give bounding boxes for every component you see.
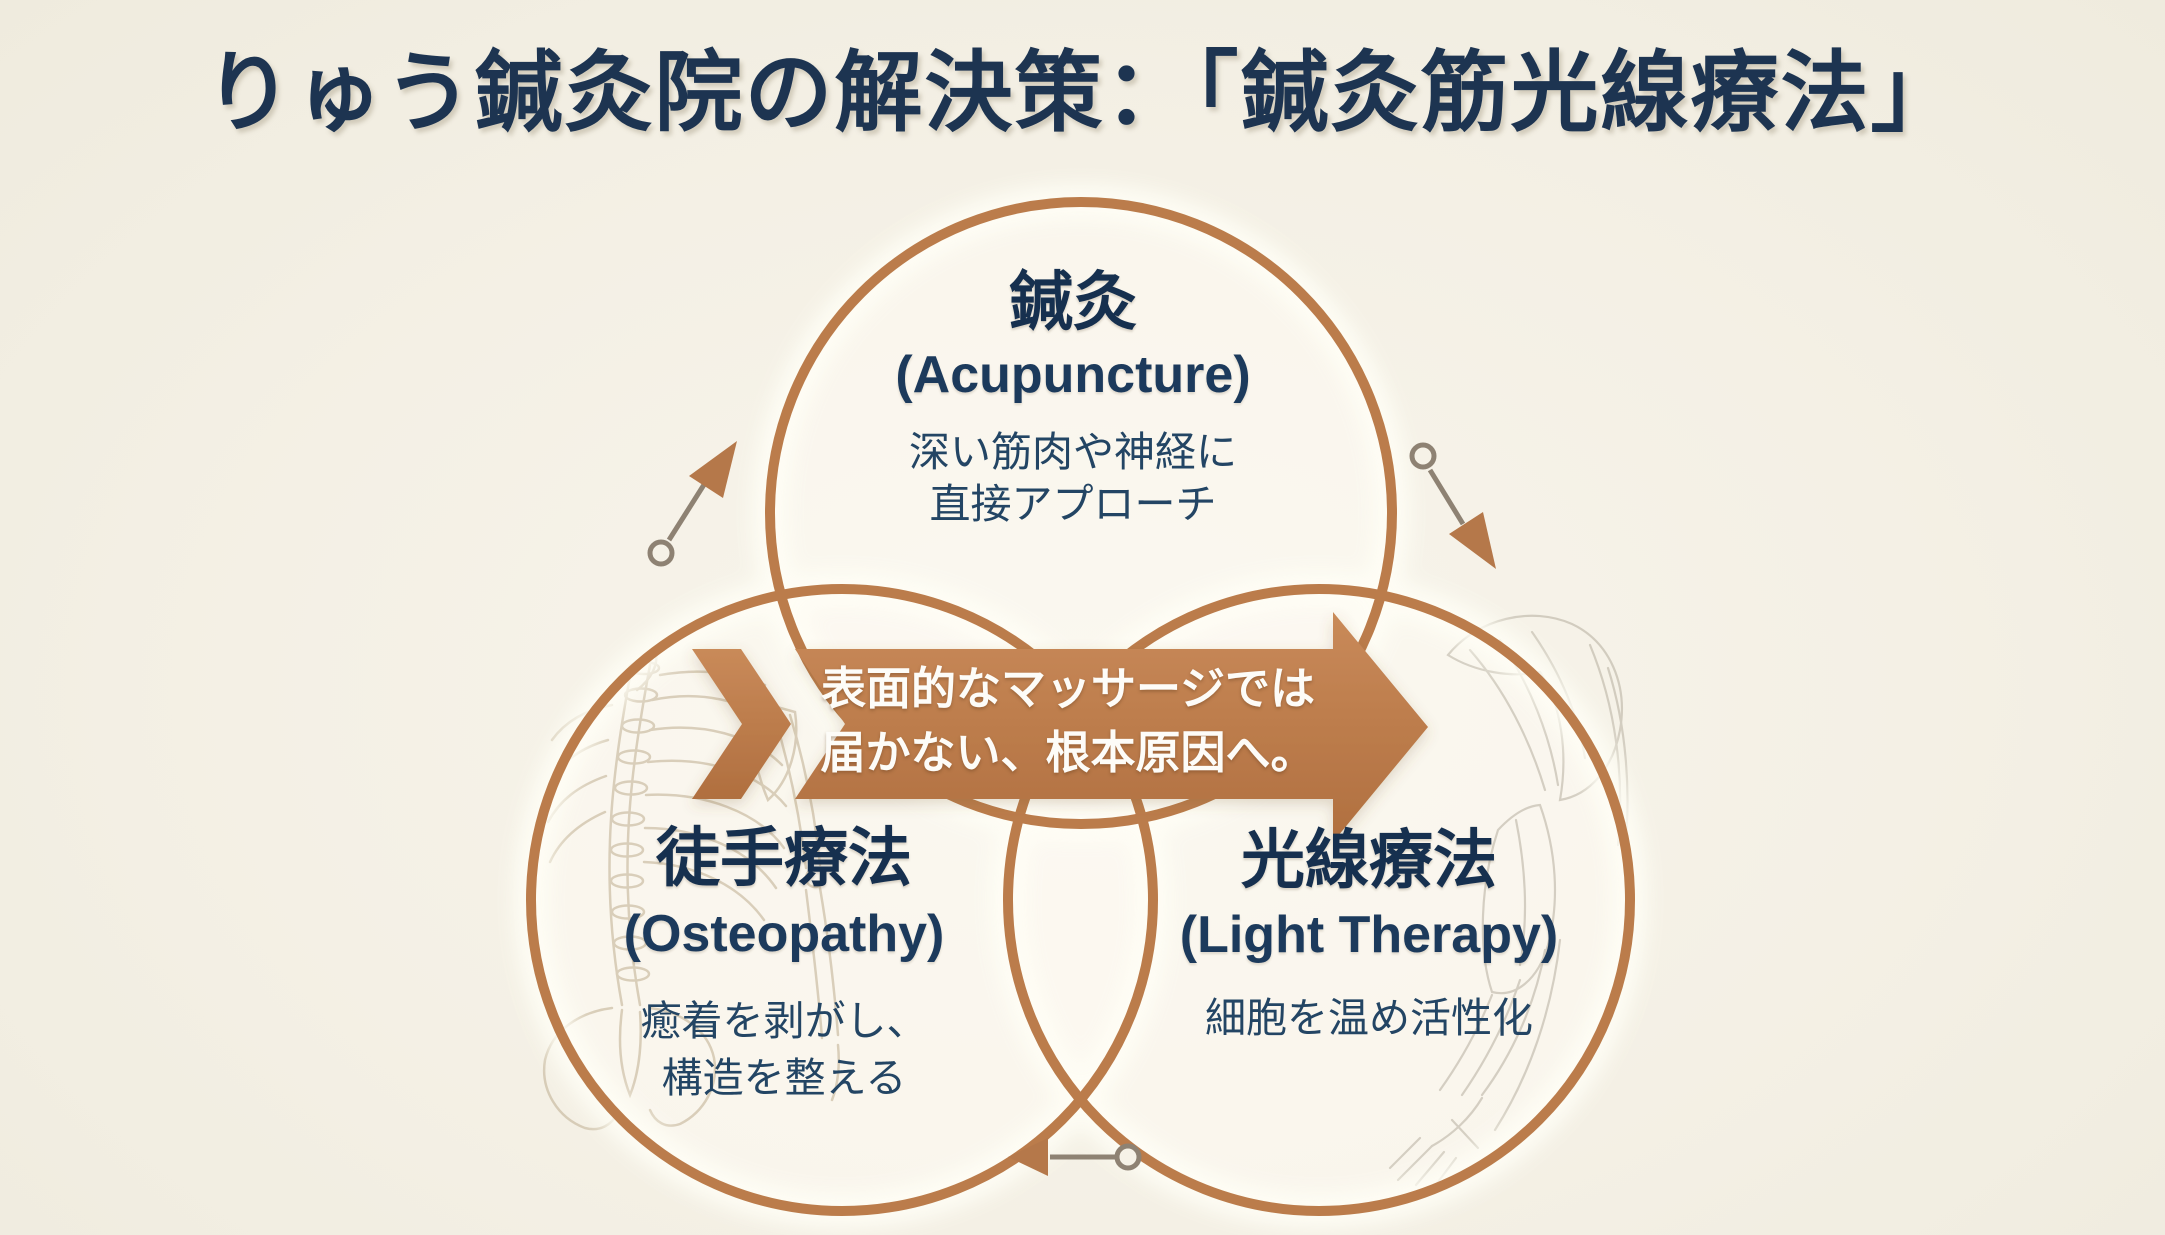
acupuncture-desc-line: 深い筋肉や神経に: [909, 429, 1237, 475]
light-therapy-en-title: (Light Therapy): [1179, 906, 1559, 964]
banner-text-line: 届かない、根本原因へ。: [820, 727, 1316, 778]
cycle-arrowhead-left: [1008, 1138, 1048, 1176]
circle-osteopathy: [526, 584, 1158, 1216]
cycle-arrow-up-left: [647, 470, 715, 567]
label-light-therapy: 光線療法 (Light Therapy) 細胞を温め活性化: [1049, 824, 1689, 1044]
center-banner-arrow: [692, 612, 1428, 842]
osteopathy-en-title: (Osteopathy): [623, 905, 945, 963]
banner-text: 表面的なマッサージでは 届かない、根本原因へ。: [718, 660, 1418, 782]
circle-light-therapy: [1003, 584, 1635, 1216]
acupuncture-jp-title: 鍼灸: [1009, 266, 1137, 338]
circle-outlines: [526, 197, 1635, 1216]
banner-body-arrow: [795, 612, 1428, 842]
light-therapy-jp-title: 光線療法: [1241, 824, 1497, 896]
cycle-arrowhead-up-left: [689, 441, 737, 498]
cycle-arrow-down-right: [1409, 442, 1466, 526]
banner-chevron: [692, 649, 791, 799]
acupuncture-desc-line: 直接アプローチ: [929, 481, 1217, 527]
acupuncture-en-title: (Acupuncture): [895, 346, 1251, 404]
circle-acupuncture: [765, 197, 1397, 829]
cycle-arrow-left: [1050, 1143, 1142, 1171]
banner-text-line: 表面的なマッサージでは: [820, 663, 1316, 714]
label-osteopathy: 徒手療法 (Osteopathy) 癒着を剥がし、 構造を整える: [464, 822, 1104, 1104]
cycle-connectors: [647, 441, 1496, 1176]
osteopathy-jp-title: 徒手療法: [656, 822, 912, 894]
osteopathy-desc-line: 構造を整える: [661, 1055, 907, 1101]
light-therapy-desc-line: 細胞を温め活性化: [1205, 995, 1533, 1041]
osteopathy-desc-line: 癒着を剥がし、: [640, 998, 928, 1044]
cycle-arrowhead-down-right: [1449, 512, 1496, 569]
page-title: りゅう鍼灸院の解決策：「鍼灸筋光線療法」: [204, 46, 1961, 143]
label-acupuncture: 鍼灸 (Acupuncture) 深い筋肉や神経に 直接アプローチ: [753, 266, 1393, 530]
